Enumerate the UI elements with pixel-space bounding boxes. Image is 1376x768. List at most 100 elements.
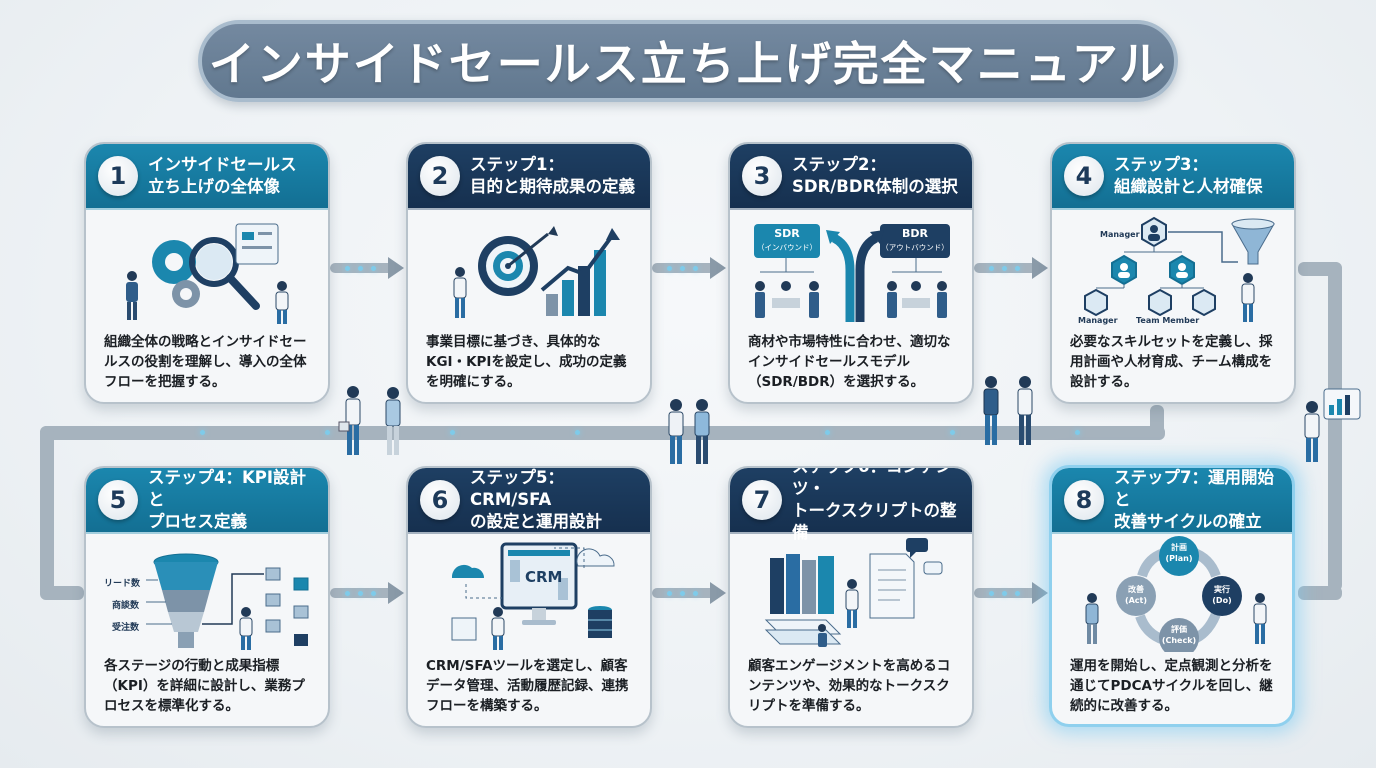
gears-magnifier-icon [86,210,328,328]
step-card-7: 7 ステップ6：コンテンツ・ トークスクリプトの整備 顧客エンゲージメントを高め… [728,466,974,728]
target-growth-chart-icon [408,210,650,328]
arrow-right-icon [388,257,404,279]
glow-dots [345,266,376,271]
pdca-plan-en: (Plan) [1165,554,1193,563]
step-description: CRM/SFAツールを選定し、顧客データ管理、活動履歴記録、連携フローを構築する… [426,658,629,714]
step-number-badge: 4 [1064,156,1104,196]
step-title-line2: 目的と期待成果の定義 [470,177,635,196]
step-card-3: 3 ステップ2： SDR/BDR体制の選択 SDR （インバウンド） BDR （… [728,142,974,404]
step-title-line2: 組織設計と人材確保 [1114,177,1263,196]
glow-dots [667,591,698,596]
pdca-act-en: (Act) [1124,596,1148,605]
step-title-line1: ステップ3： [1114,155,1208,174]
step-description: 組織全体の戦略とインサイドセールスの役割を理解し、導入の全体フローを把握する。 [104,334,307,390]
connector-track-middle [40,426,1165,440]
step-description: 必要なスキルセットを定義し、採用計画や人材育成、チーム構成を設計する。 [1070,334,1273,390]
arrow-right-icon [710,257,726,279]
glow-dots [200,430,1080,435]
connector-track-mid-right [1150,405,1164,440]
step-description: 各ステージの行動と成果指標（KPI）を詳細に設計し、業務プロセスを標準化する。 [104,658,305,714]
org-label-manager-2: Manager [1078,316,1118,325]
step-number-badge: 6 [420,480,460,520]
step-title: ステップ4：KPI設計と プロセス定義 [148,468,318,533]
org-chart-funnel-icon: Manager Manager Team Member [1052,210,1294,328]
step-title: ステップ2： SDR/BDR体制の選択 [792,154,958,198]
title-banner: インサイドセールス立ち上げ完全マニュアル [198,20,1178,102]
org-label-team-member: Team Member [1136,316,1200,325]
step-title: インサイドセールス 立ち上げの全体像 [148,154,297,198]
step-number-badge: 5 [98,480,138,520]
funnel-label-deals: 商談数 [112,601,140,611]
step-card-4: 4 ステップ3： 組織設計と人材確保 Manager Manager Team … [1050,142,1296,404]
crm-monitor-icon: CRM [408,534,650,652]
pdca-check-en: (Check) [1161,636,1197,645]
pdca-do-en: (Do) [1212,596,1232,605]
step-card-5: 5 ステップ4：KPI設計と プロセス定義 リード数 商談数 受注数 各ステージ [84,466,330,728]
step-card-header: 2 ステップ1： 目的と期待成果の定義 [408,144,650,210]
step-number-badge: 2 [420,156,460,196]
connector-track-bottom-left [40,586,84,600]
step-card-header: 4 ステップ3： 組織設計と人材確保 [1052,144,1294,210]
funnel-process-icon: リード数 商談数 受注数 [86,534,328,652]
step-title: ステップ1： 目的と期待成果の定義 [470,154,635,198]
step-card-1: 1 インサイドセールス 立ち上げの全体像 組織全体の戦略とインサイドセールスの役… [84,142,330,404]
glow-dots [989,591,1020,596]
sdr-label-box: SDR （インバウンド） [754,224,820,258]
sdr-sub-label: （インバウンド） [757,243,817,252]
bdr-label-box: BDR （アウトバウンド） [880,224,950,258]
funnel-label-orders: 受注数 [112,623,140,633]
arrow-right-icon [1032,257,1048,279]
step-title-line2: プロセス定義 [148,512,247,531]
glow-dots [989,266,1020,271]
step-title-line1: ステップ4：KPI設計と [148,468,306,509]
step-title-line2: の設定と運用設計 [470,512,602,531]
sdr-label: SDR [774,227,800,240]
step-title-line2: トークスクリプトの整備 [792,501,957,542]
step-card-header: 5 ステップ4：KPI設計と プロセス定義 [86,468,328,534]
arrow-right-icon [710,582,726,604]
step-card-2: 2 ステップ1： 目的と期待成果の定義 事業目標に基づき、具体的なKGI・KPI… [406,142,652,404]
step-title-line2: 立ち上げの全体像 [148,177,280,196]
step-title-line1: ステップ7：運用開始と [1114,468,1274,509]
step-title: ステップ3： 組織設計と人材確保 [1114,154,1263,198]
step-card-header: 8 ステップ7：運用開始と 改善サイクルの確立 [1052,468,1292,534]
step-number-badge: 3 [742,156,782,196]
arrow-right-icon [388,582,404,604]
step-title-line1: ステップ6：コンテンツ・ [792,466,952,498]
business-people-illustration [338,386,401,455]
pdca-check-label: 評価 [1171,625,1187,634]
pdca-cycle-icon: 計画 (Plan) 実行 (Do) 評価 (Check) 改善 (Act) [1052,534,1292,652]
connector-track-left [40,426,54,598]
glow-dots [667,266,698,271]
step-title: ステップ7：運用開始と 改善サイクルの確立 [1114,468,1282,533]
org-label-manager: Manager [1100,230,1140,239]
pdca-do-label: 実行 [1214,585,1230,594]
pdca-act: 改善 (Act) [1116,584,1156,606]
step-description: 運用を開始し、定点観測と分析を通じてPDCAサイクルを回し、継続的に改善する。 [1070,658,1273,714]
step-title-line1: ステップ1： [470,155,564,174]
step-description: 商材や市場特性に合わせ、適切なインサイドセールスモデル（SDR/BDR）を選択す… [748,334,951,390]
step-card-header: 6 ステップ5：CRM/SFA の設定と運用設計 [408,468,650,534]
step-title: ステップ6：コンテンツ・ トークスクリプトの整備 [792,466,962,544]
pdca-check: 評価 (Check) [1159,624,1199,646]
step-number-badge: 1 [98,156,138,196]
step-card-6: 6 ステップ5：CRM/SFA の設定と運用設計 CRM CRM/SFAツールを… [406,466,652,728]
business-people-illustration [668,399,710,464]
step-description: 顧客エンゲージメントを高めるコンテンツや、効果的なトークスクリプトを準備する。 [748,658,951,714]
step-card-header: 3 ステップ2： SDR/BDR体制の選択 [730,144,972,210]
pdca-plan: 計画 (Plan) [1159,542,1199,564]
step-number-badge: 7 [742,480,782,520]
pdca-do: 実行 (Do) [1202,584,1242,606]
step-title: ステップ5：CRM/SFA の設定と運用設計 [470,468,640,533]
pdca-plan-label: 計画 [1171,543,1187,552]
books-documents-icon [730,534,972,652]
bdr-label: BDR [902,227,928,240]
step-card-header: 7 ステップ6：コンテンツ・ トークスクリプトの整備 [730,468,972,542]
analyst-with-chart-illustration [1304,388,1361,462]
pdca-act-label: 改善 [1128,585,1144,594]
step-title-line2: 改善サイクルの確立 [1114,512,1262,531]
step-title-line1: ステップ5：CRM/SFA [470,468,564,509]
connector-track-right [1328,262,1342,592]
step-card-header: 1 インサイドセールス 立ち上げの全体像 [86,144,328,210]
crm-screen-label: CRM [525,568,563,586]
